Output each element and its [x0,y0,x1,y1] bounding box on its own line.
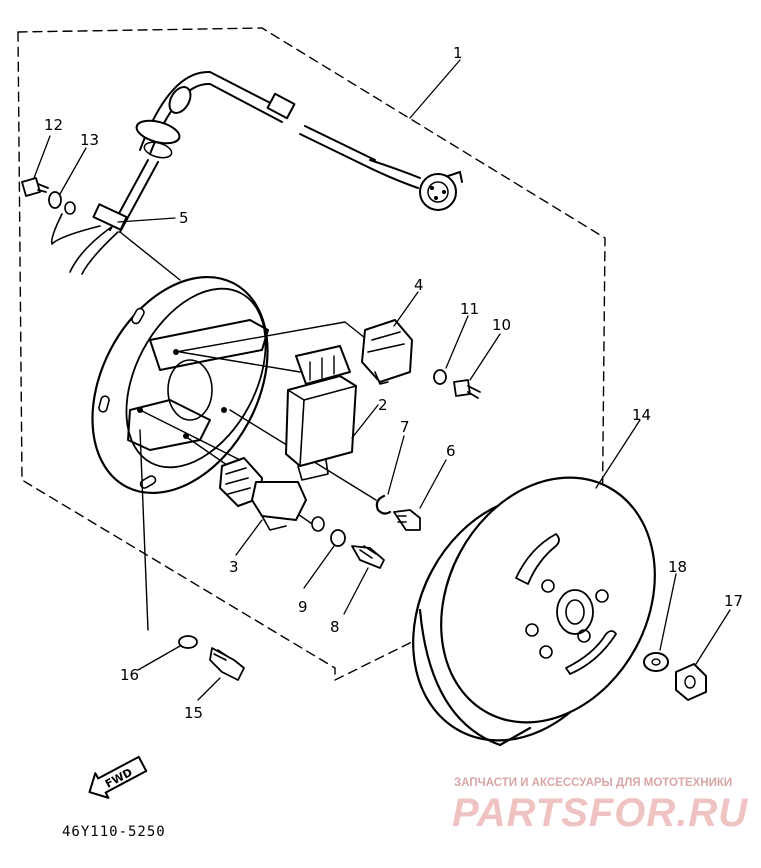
callout-labels: 1 2 3 4 5 6 7 8 9 10 11 12 13 14 15 16 1… [44,44,743,722]
callout-18: 18 [668,558,687,576]
callout-7: 7 [400,418,410,436]
callout-16: 16 [120,666,139,684]
callout-13: 13 [80,131,99,149]
callout-10: 10 [492,316,511,334]
flywheel-rotor [412,476,656,747]
callout-8: 8 [330,618,340,636]
fwd-arrow: FWD [88,755,148,799]
rotor-fasteners [643,652,707,701]
callout-5: 5 [179,209,189,227]
callout-17: 17 [724,592,743,610]
callout-12: 12 [44,116,63,134]
callout-14: 14 [632,406,651,424]
callout-3: 3 [229,558,239,576]
diagram-code: 46Y110-5250 [62,824,166,840]
callout-9: 9 [298,598,308,616]
callout-15: 15 [184,704,203,722]
watermark-tagline: ЗАПЧАСТИ И АКСЕССУАРЫ ДЛЯ МОТОТЕХНИКИ [454,777,732,789]
callout-4: 4 [414,276,424,294]
callout-2: 2 [378,396,388,414]
callout-11: 11 [460,300,479,318]
lighting-coil [219,457,307,531]
callout-1: 1 [453,44,463,62]
callout-6: 6 [446,442,456,460]
fasteners [21,177,481,681]
wire-harness [50,70,463,275]
stator-base-plate [91,275,269,495]
cdi-unit [285,345,357,481]
watermark: ЗАПЧАСТИ И АКСЕССУАРЫ ДЛЯ МОТОТЕХНИКИ PA… [452,777,748,835]
callout-leaders [33,59,731,701]
watermark-brand: PARTSFOR.RU [452,791,748,835]
pickup-coil [361,319,413,385]
